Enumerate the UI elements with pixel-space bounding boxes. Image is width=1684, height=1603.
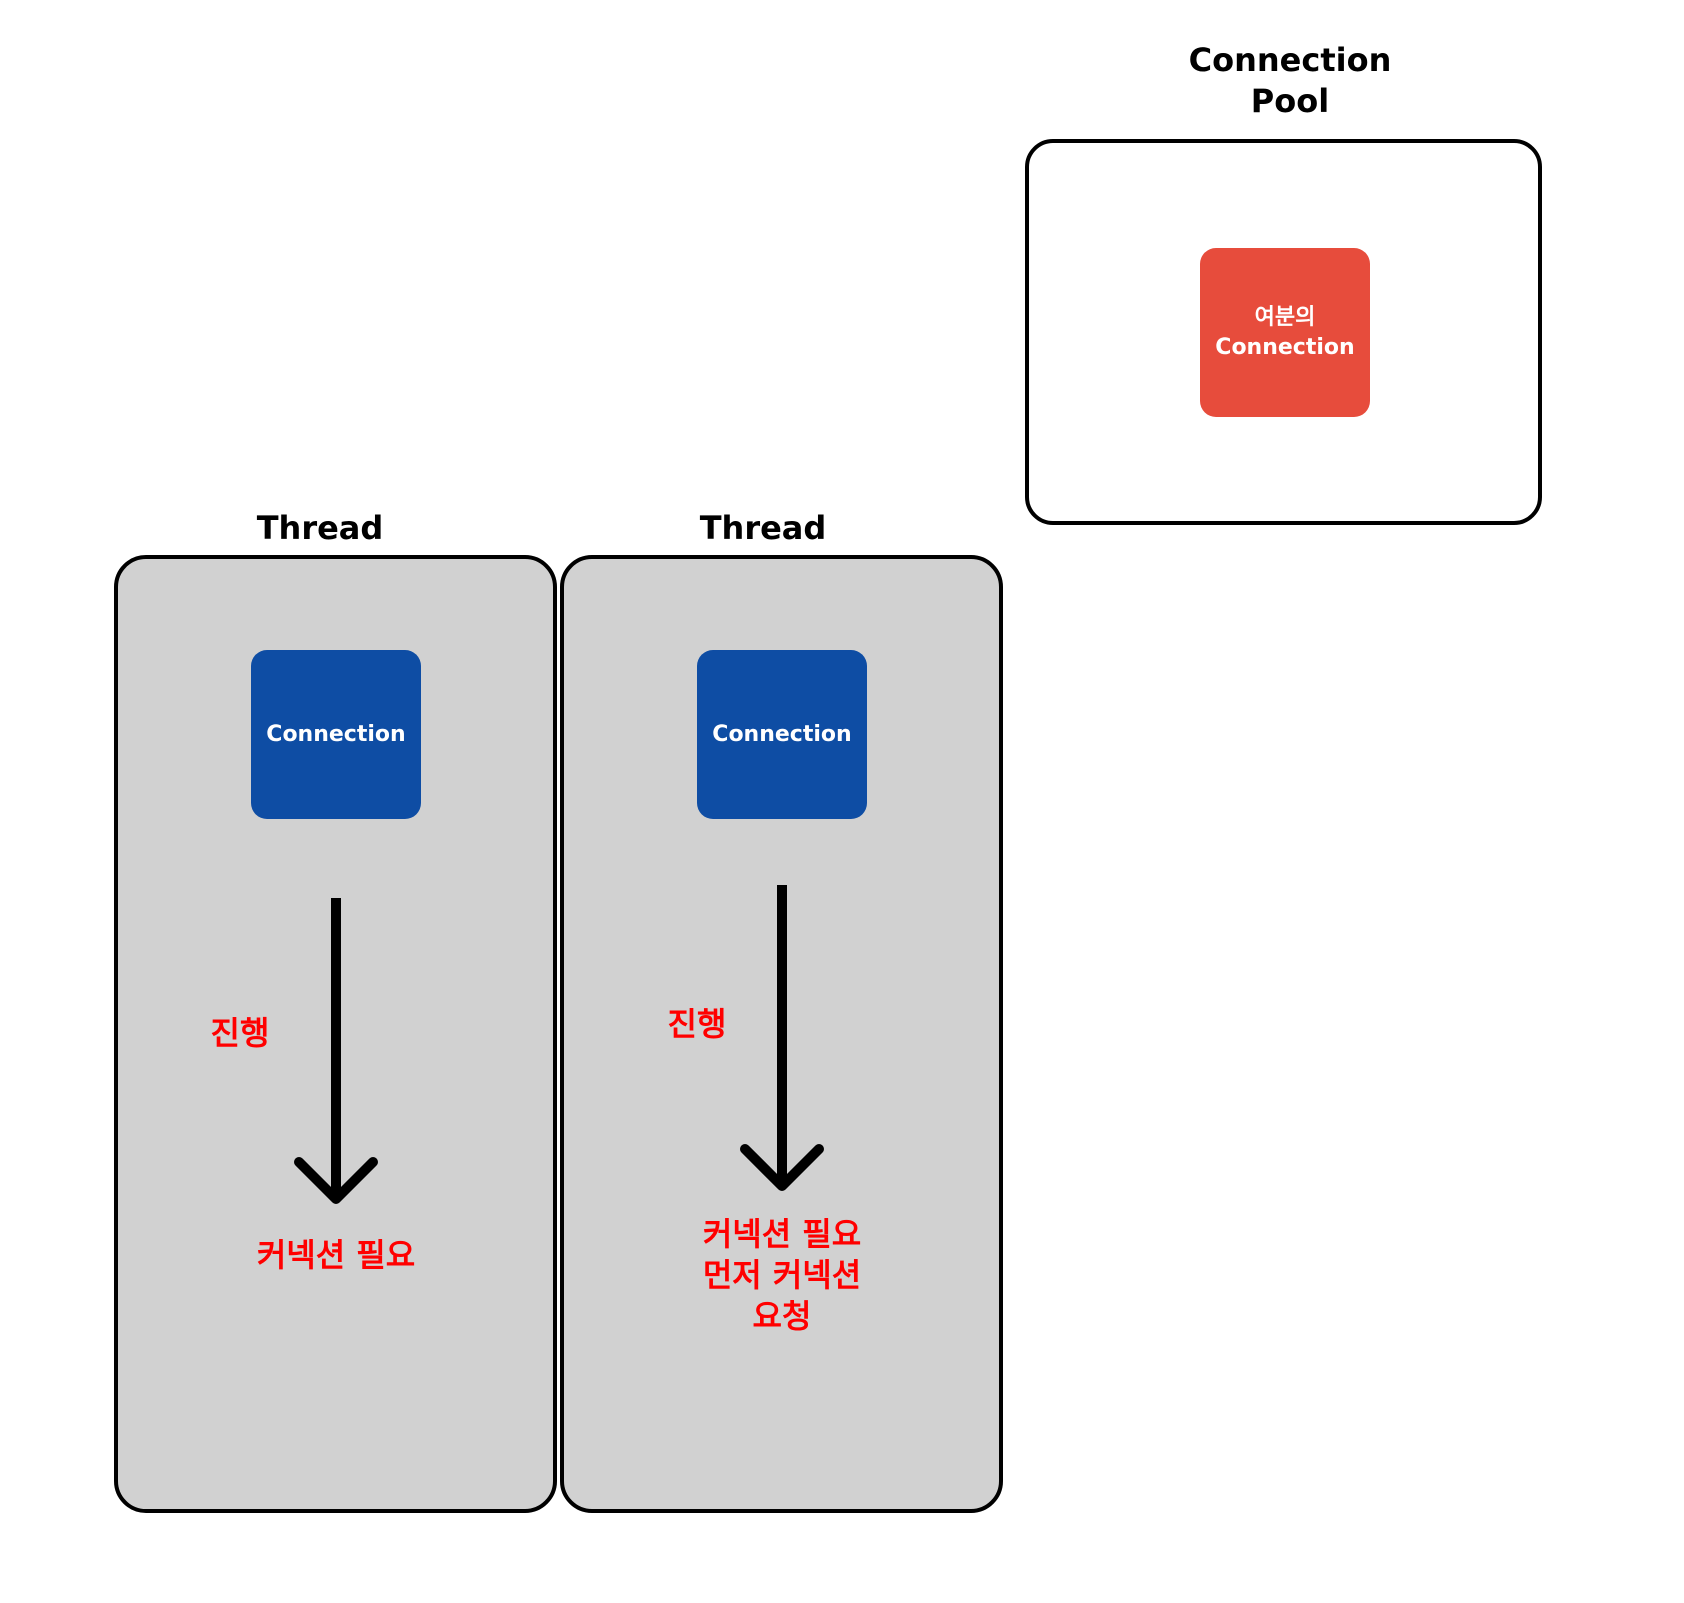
- thread-1-needs-line1: 커넥션 필요: [256, 1236, 416, 1274]
- spare-connection: 여분의 Connection: [1200, 248, 1370, 417]
- thread-2-arrow-down-icon: [736, 885, 828, 1193]
- pool-title: Connection Pool: [1120, 40, 1460, 122]
- pool-title-line1: Connection: [1188, 41, 1392, 79]
- thread-2-connection: Connection: [697, 650, 867, 819]
- thread-1-progress-label: 진행: [210, 1014, 270, 1052]
- thread-2-needs-line1: 커넥션 필요: [702, 1215, 862, 1253]
- thread-2-needs-line2: 먼저 커넥션: [702, 1256, 862, 1294]
- thread-1-connection: Connection: [251, 650, 421, 819]
- thread-2-needs-label: 커넥션 필요 먼저 커넥션 요청: [652, 1214, 912, 1337]
- thread-2-needs-line3: 요청: [752, 1297, 812, 1335]
- thread-2-progress-label: 진행: [667, 1005, 727, 1043]
- thread-1-needs-label: 커넥션 필요: [206, 1235, 466, 1276]
- pool-title-line2: Pool: [1250, 82, 1330, 120]
- thread-1-title: Thread: [256, 509, 384, 547]
- thread-2-connection-label: Connection: [712, 721, 852, 747]
- thread-1-arrow-down-icon: [290, 898, 382, 1206]
- spare-connection-line1: 여분의: [1254, 304, 1316, 330]
- thread-1-connection-label: Connection: [266, 721, 406, 747]
- thread-2-title: Thread: [699, 509, 827, 547]
- spare-connection-line2: Connection: [1215, 334, 1355, 360]
